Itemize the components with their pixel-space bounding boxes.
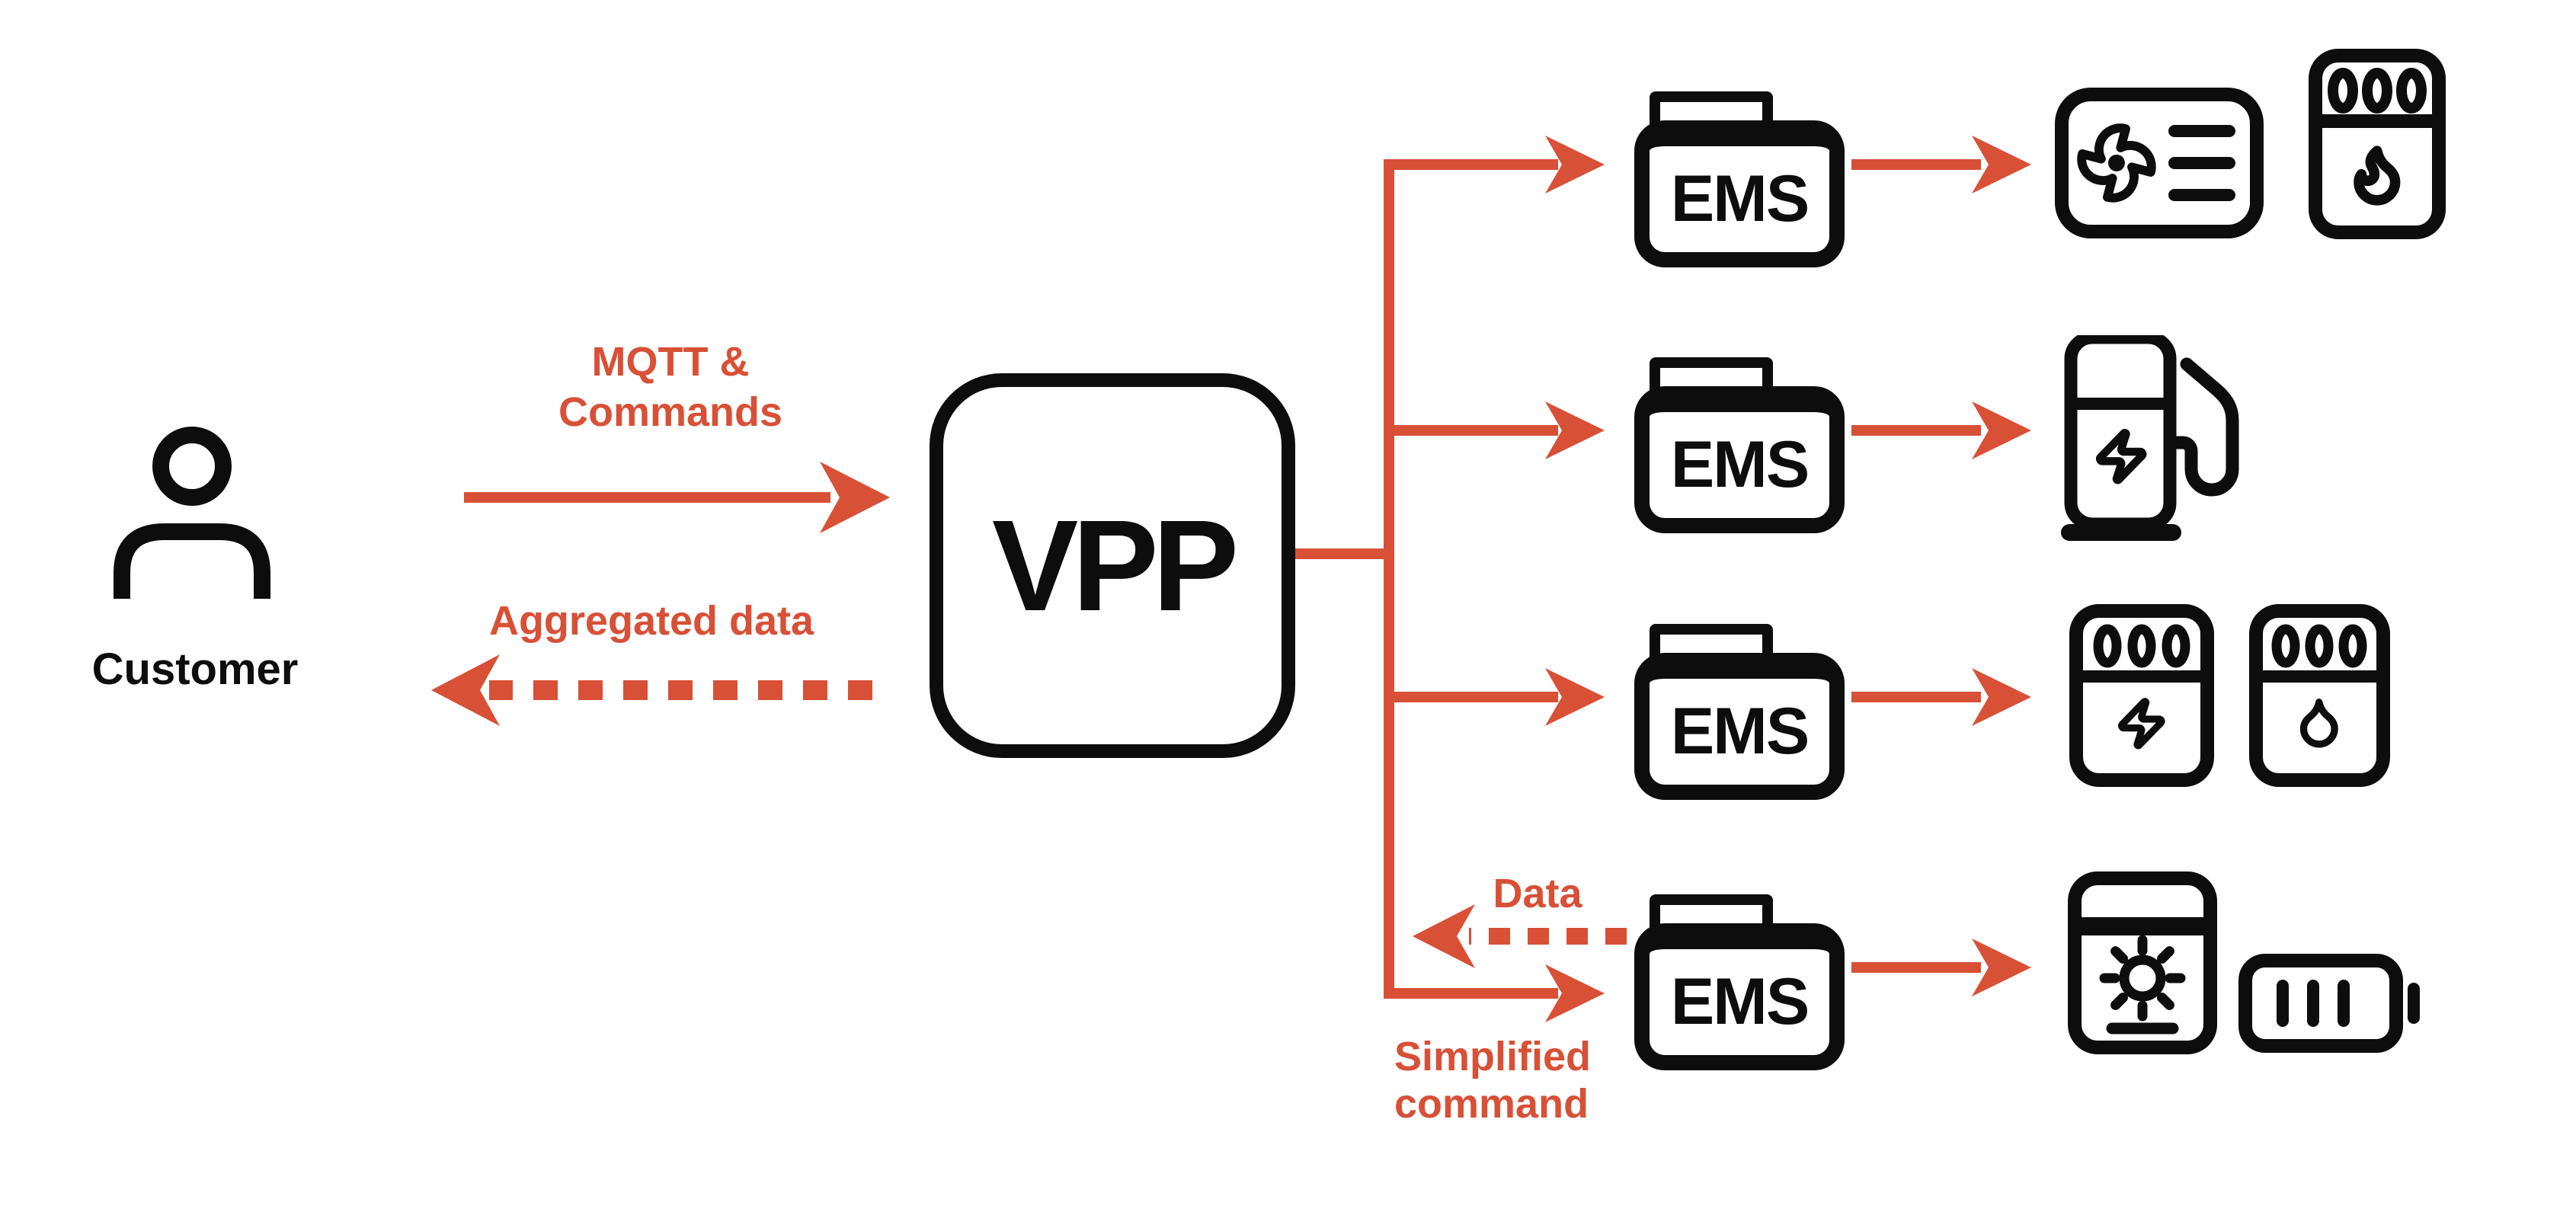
- water-boiler-icon: [2249, 604, 2390, 787]
- ems-node-3: EMS: [1634, 624, 1845, 800]
- arrowhead-row3: [1545, 668, 1605, 726]
- home-battery-icon: [2238, 954, 2420, 1053]
- arrowhead-row1: [1545, 136, 1605, 193]
- customer-label: Customer: [91, 644, 299, 694]
- ems-label: EMS: [1670, 162, 1810, 235]
- hvac-fan-unit-icon: [2055, 88, 2264, 238]
- ems-node-1: EMS: [1634, 91, 1845, 267]
- trunk-line: [1384, 159, 1558, 999]
- arrowhead-dev1: [1972, 136, 2031, 193]
- arrowhead-row2: [1545, 401, 1605, 459]
- electric-water-heater-icon: [2069, 604, 2214, 787]
- vpp-node: VPP: [930, 373, 1295, 758]
- ems-node-2: EMS: [1634, 357, 1845, 533]
- arrowhead-to-vpp: [820, 462, 890, 533]
- ems-label: EMS: [1670, 695, 1810, 768]
- ems-label: EMS: [1670, 965, 1810, 1038]
- person-icon: [114, 427, 270, 599]
- arrowhead-to-customer: [431, 654, 500, 726]
- vpp-label: VPP: [991, 493, 1239, 638]
- arrowhead-dev3: [1972, 668, 2031, 726]
- arrowhead-row4: [1545, 964, 1605, 1022]
- gas-heater-icon: [2309, 49, 2446, 239]
- ems-node-4: EMS: [1634, 894, 1845, 1070]
- arrowhead-dev4: [1972, 939, 2031, 996]
- solar-inverter-icon: [2068, 871, 2217, 1054]
- data-label: Data: [1493, 871, 1582, 916]
- arrowhead-data-left: [1413, 904, 1475, 968]
- ems-label: EMS: [1670, 428, 1810, 501]
- simplified-command-label: Simplified command: [1394, 1034, 1592, 1127]
- aggregated-data-label: Aggregated data: [488, 598, 814, 644]
- mqtt-commands-label: MQTT & Commands: [558, 339, 783, 435]
- arrowhead-dev2: [1972, 401, 2031, 459]
- ev-charger-icon: [2061, 335, 2239, 541]
